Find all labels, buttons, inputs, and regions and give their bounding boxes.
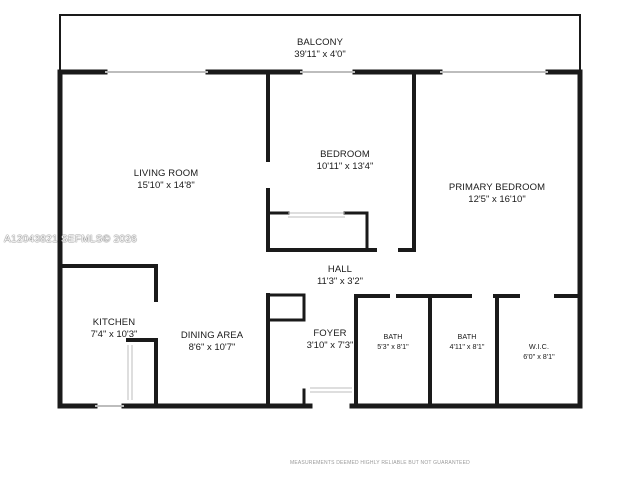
room-bedroom: BEDROOM 10'11" x 13'4" (317, 149, 374, 172)
room-name: BEDROOM (320, 149, 370, 160)
room-dimensions: 39'11" x 4'0" (294, 49, 346, 60)
room-bath-1: BATH 5'3" x 8'1" (377, 332, 408, 351)
room-dimensions: 4'11" x 8'1" (449, 342, 485, 351)
room-name: BALCONY (296, 37, 344, 48)
room-primary-bedroom: PRIMARY BEDROOM 12'5" x 16'10" (449, 182, 545, 205)
room-hall: HALL 11'3" x 3'2" (317, 264, 363, 287)
windows (95, 71, 548, 407)
room-name: HALL (327, 264, 353, 275)
room-dimensions: 7'4" x 10'3" (90, 329, 138, 340)
room-name: BATH (457, 332, 477, 341)
room-name: KITCHEN (92, 317, 136, 328)
room-name: FOYER (313, 328, 347, 339)
room-name: BATH (383, 332, 403, 341)
room-dimensions: 5'3" x 8'1" (377, 342, 409, 351)
room-kitchen: KITCHEN 7'4" x 10'3" (91, 317, 138, 340)
room-dimensions: 3'10" x 7'3" (306, 340, 354, 351)
room-dimensions: 10'11" x 13'4" (316, 161, 374, 172)
room-balcony: BALCONY 39'11" x 4'0" (294, 37, 345, 60)
room-name: W.I.C. (528, 342, 550, 351)
room-dining: DINING AREA 8'6" x 10'7" (181, 330, 243, 353)
room-dimensions: 6'0" x 8'1" (523, 352, 555, 361)
room-foyer: FOYER 3'10" x 7'3" (307, 328, 354, 351)
room-dimensions: 11'3" x 3'2" (316, 276, 364, 287)
walls (57, 14, 583, 409)
room-name: DINING AREA (180, 330, 244, 341)
measurement-disclaimer: MEASUREMENTS DEEMED HIGHLY RELIABLE BUT … (290, 460, 470, 466)
room-dimensions: 15'10" x 14'8" (137, 180, 195, 191)
room-living: LIVING ROOM 15'10" x 14'8" (134, 168, 198, 191)
room-bath-2: BATH 4'11" x 8'1" (450, 332, 485, 351)
room-wic: W.I.C. 6'0" x 8'1" (523, 342, 554, 361)
room-dimensions: 12'5" x 16'10" (468, 194, 526, 205)
mls-watermark: A12043821 SEFMLS© 2026 (4, 234, 137, 245)
room-name: PRIMARY BEDROOM (448, 182, 546, 193)
room-name: LIVING ROOM (133, 168, 199, 179)
room-dimensions: 8'6" x 10'7" (188, 342, 236, 353)
